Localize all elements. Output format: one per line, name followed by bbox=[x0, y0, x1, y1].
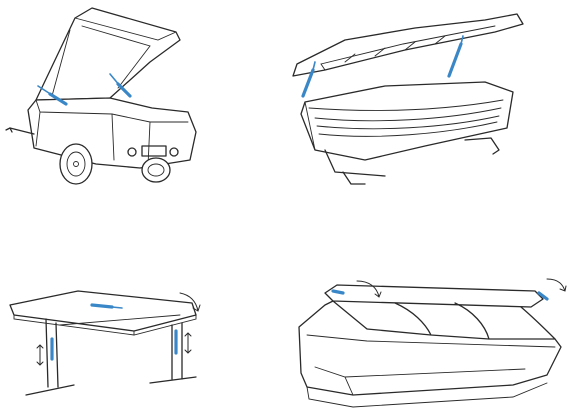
trailer-with-gas-spring-lid-icon bbox=[5, 7, 197, 185]
trailer-illustration bbox=[0, 0, 285, 200]
height-adjustable-desk-with-gas-springs-icon bbox=[9, 290, 201, 396]
refrigerated-display-counter-with-gas-spring-glass-icon bbox=[298, 278, 567, 408]
sunbed-illustration bbox=[285, 0, 570, 200]
desk-illustration bbox=[0, 207, 285, 414]
sunbed-with-gas-spring-canopy-icon bbox=[292, 13, 524, 185]
display-counter-illustration bbox=[285, 207, 570, 414]
